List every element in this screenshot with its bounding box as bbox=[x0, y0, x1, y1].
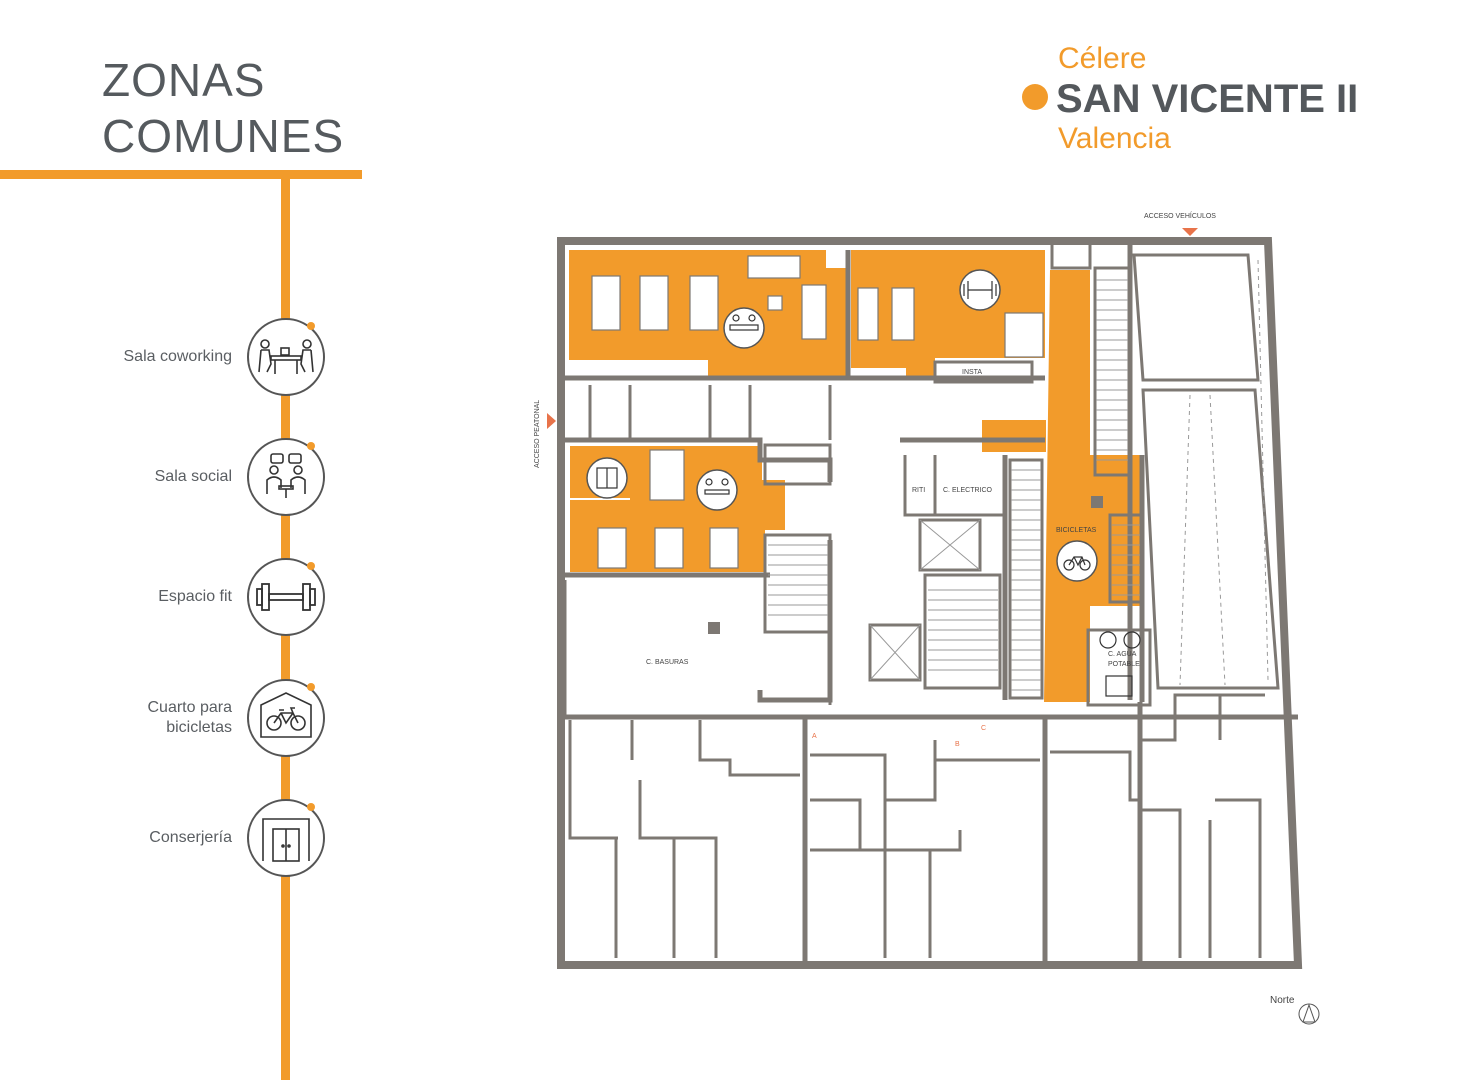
title-underline bbox=[0, 170, 362, 179]
zone-stair-landing bbox=[982, 420, 1046, 452]
label-potable: POTABLE bbox=[1108, 661, 1140, 668]
dumbbell-icon bbox=[247, 558, 325, 636]
coworking-icon bbox=[247, 318, 325, 396]
legend-item-bikes: Cuarto para bicicletas bbox=[0, 679, 330, 757]
pedestrian-access-arrow bbox=[547, 413, 556, 429]
legend-label: Conserjería bbox=[149, 829, 232, 846]
bicycle-icon bbox=[247, 679, 325, 757]
north-arrow-icon bbox=[1298, 1003, 1320, 1025]
legend-label: Sala social bbox=[154, 468, 232, 485]
legend-label: Espacio fit bbox=[158, 588, 232, 605]
label-acceso-vehiculos: ACCESO VEHÍCULOS bbox=[1144, 211, 1216, 220]
title-line-1: ZONAS bbox=[102, 54, 266, 106]
legend-item-coworking: Sala coworking bbox=[0, 318, 330, 396]
legend-label: Sala coworking bbox=[123, 348, 233, 365]
brand-city: Valencia bbox=[1058, 122, 1171, 155]
legend-item-conserjeria: Conserjería bbox=[0, 799, 330, 877]
doors-icon bbox=[247, 799, 325, 877]
page-title: ZONAS COMUNES bbox=[102, 52, 344, 164]
social-icon bbox=[247, 438, 325, 516]
label-riti: RITI bbox=[912, 487, 925, 494]
accent-dot bbox=[307, 803, 315, 811]
label-door-a: A bbox=[812, 733, 817, 740]
plan-coworking-icon bbox=[723, 307, 765, 349]
legend-label: Cuarto para bicicletas bbox=[147, 699, 233, 736]
label-insta: INSTA bbox=[962, 369, 982, 376]
vehicle-access-arrow bbox=[1182, 228, 1198, 236]
brand-project: SAN VICENTE II bbox=[1022, 76, 1358, 122]
accent-dot bbox=[307, 442, 315, 450]
label-c-basuras: C. BASURAS bbox=[646, 659, 689, 666]
label-door-b: B bbox=[955, 741, 960, 748]
label-acceso-peatonal: ACCESO PEATONAL bbox=[534, 400, 541, 468]
accent-dot bbox=[307, 322, 315, 330]
brand-project-name: SAN VICENTE II bbox=[1056, 77, 1359, 121]
legend-item-social: Sala social bbox=[0, 438, 330, 516]
zone-bikes bbox=[1044, 270, 1142, 702]
label-bicicletas: BICICLETAS bbox=[1056, 527, 1097, 534]
accent-dot bbox=[307, 683, 315, 691]
brand-dot-icon bbox=[1022, 84, 1048, 111]
label-north: Norte bbox=[1270, 995, 1295, 1006]
label-c-electrico: C. ELECTRICO bbox=[943, 487, 993, 494]
label-door-c: C bbox=[981, 725, 986, 732]
brand-block: Célere SAN VICENTE II Valencia bbox=[1022, 42, 1358, 156]
accent-dot bbox=[307, 562, 315, 570]
plan-outline bbox=[557, 237, 1303, 969]
title-line-2: COMUNES bbox=[102, 110, 345, 162]
plan-bicycle-icon bbox=[1056, 540, 1098, 582]
brand-company: Célere bbox=[1058, 42, 1147, 75]
label-c-agua: C. AGUA bbox=[1108, 651, 1137, 658]
legend-item-fit: Espacio fit bbox=[0, 558, 330, 636]
